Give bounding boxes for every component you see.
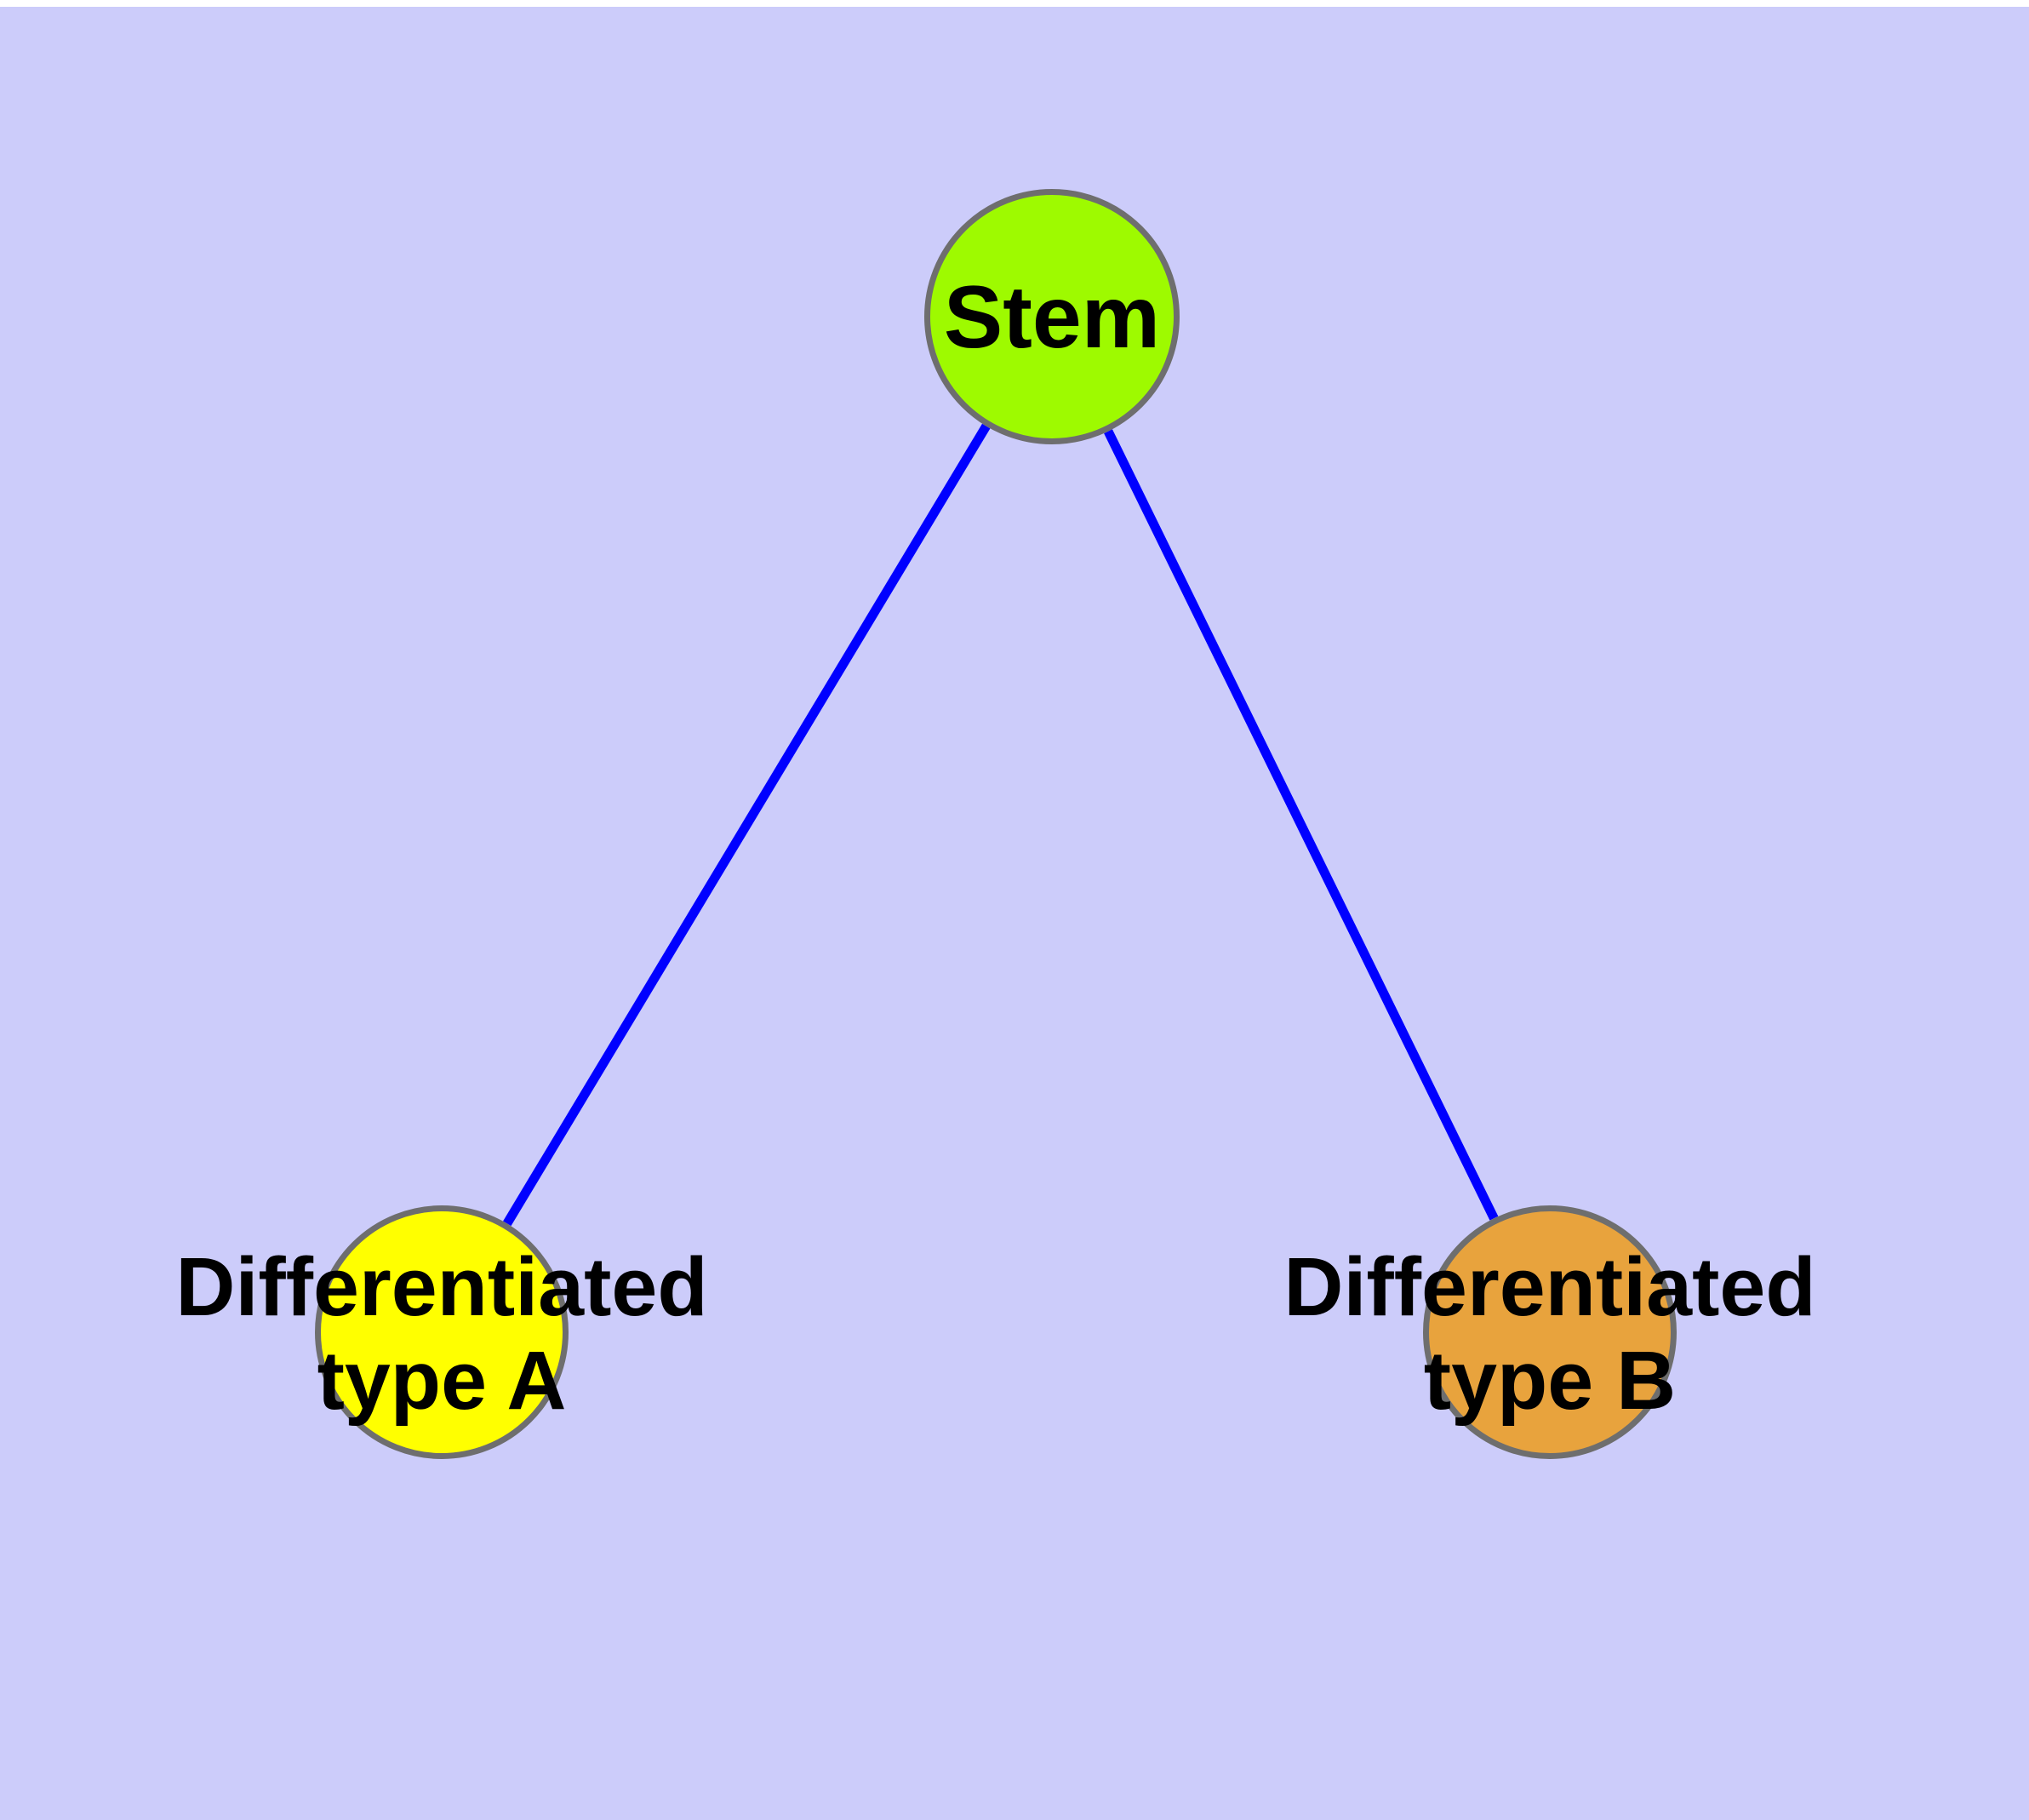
edge-stem-to-differentiated-type-b[interactable] [1104,429,1499,1221]
node-differentiated-type-a-circle[interactable] [315,1205,569,1459]
node-differentiated-type-b-label-line2: type B [1424,1334,1676,1427]
node-stem[interactable] [924,189,1180,444]
node-stem-circle[interactable] [924,189,1180,444]
node-differentiated-type-b-circle[interactable] [1423,1205,1677,1459]
node-differentiated-type-a[interactable] [315,1205,569,1459]
node-group [315,189,1677,1459]
edge-stem-to-differentiated-type-a[interactable] [503,423,991,1227]
label-group: Stem Differentiated type A Differentiate… [175,268,1815,1427]
node-differentiated-type-b-label-line1: Differentiated [1283,1240,1815,1333]
node-differentiated-type-a-label-line1: Differentiated [175,1240,707,1333]
node-differentiated-type-b[interactable] [1423,1205,1677,1459]
node-differentiated-type-a-label-line2: type A [317,1334,567,1427]
node-stem-label: Stem [944,268,1160,367]
edge-group [503,423,1499,1227]
